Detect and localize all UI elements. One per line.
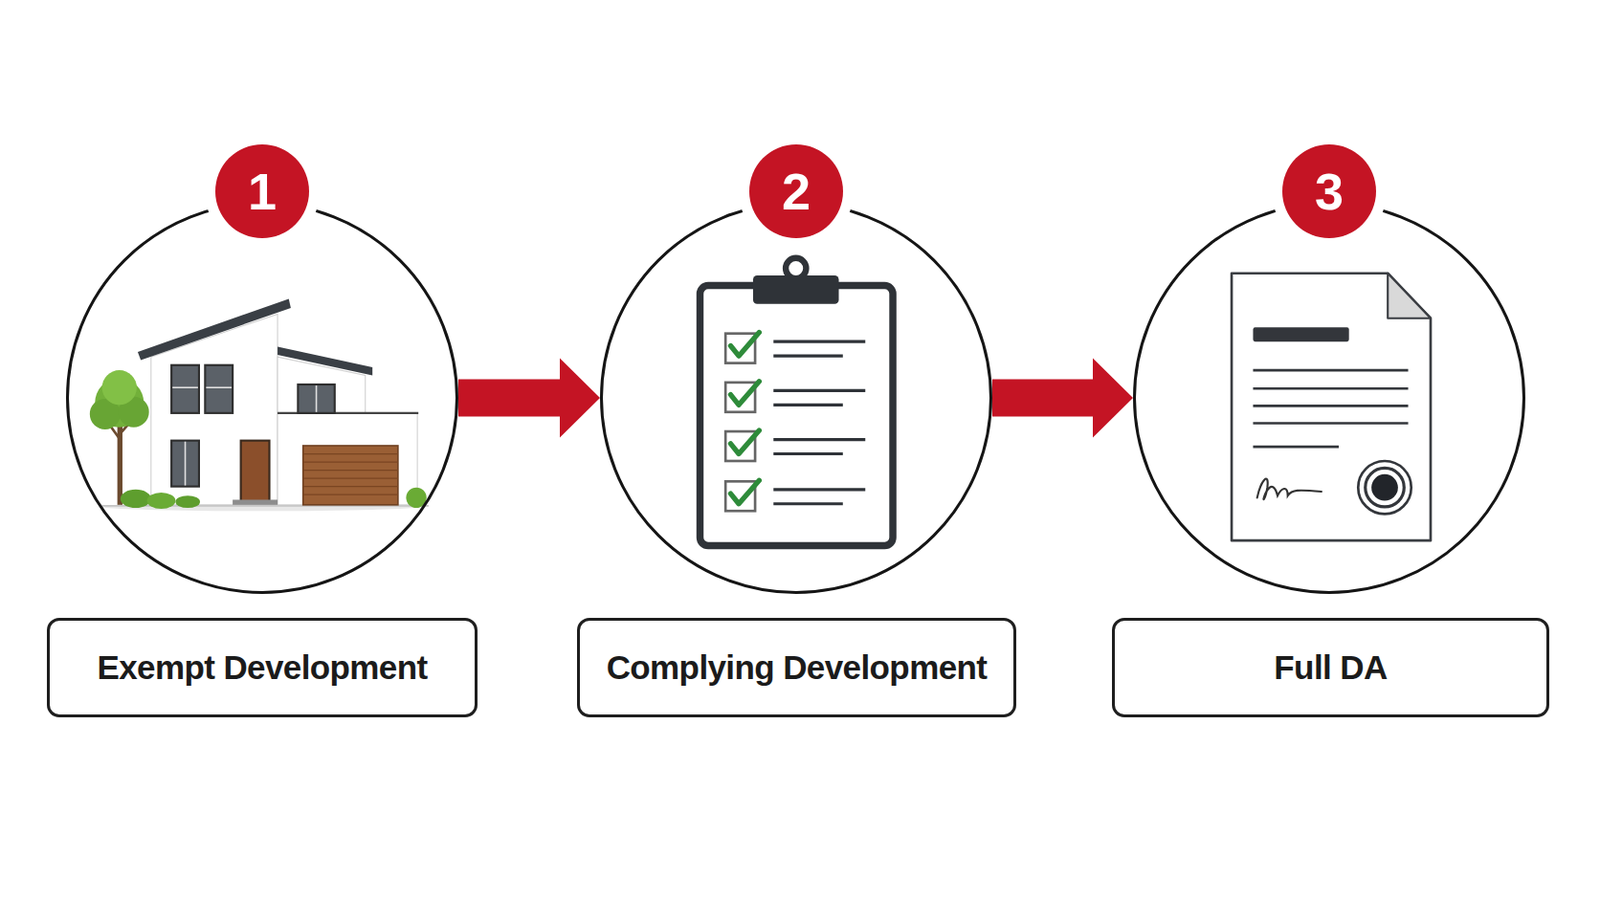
step-number: 2 [749,144,844,239]
door-step [232,500,278,506]
circle-outline [600,201,993,595]
seal-center [1371,474,1399,502]
garage-door [303,445,399,506]
house-door [241,441,270,503]
step-circle-outline [67,203,458,594]
house-roof [277,347,373,377]
house-illustration [89,298,429,512]
badge-gap [738,133,854,249]
document-illustration [1231,273,1431,541]
tree [89,370,150,506]
house-roof [137,298,291,360]
badge-gap [204,133,320,249]
step-label: Complying Development [606,649,988,688]
step-circle: 2 [600,201,993,595]
circle-outline [1133,201,1526,595]
seal-ring [1365,467,1405,508]
garage-door-lines [303,454,399,496]
garage-wall [277,413,418,506]
clipboard-clip [753,275,840,305]
flow-arrow [458,358,600,439]
step-circle-outline [1134,203,1525,594]
step-label: Exempt Development [96,649,427,688]
step-number: 3 [1282,144,1377,239]
step-label-box: Full DA [1111,618,1550,718]
document-lines [1252,370,1408,447]
circle-outline [66,201,459,595]
step-label: Full DA [1273,649,1387,688]
step-label-box: Exempt Development [46,618,478,718]
step-circle: 1 [66,201,459,595]
signature [1257,479,1322,501]
seal [1357,461,1411,514]
flow-arrow [992,358,1134,439]
badge-gap [1271,133,1387,249]
document-heading-bar [1252,327,1349,342]
number-badge [1282,144,1377,239]
document-page [1231,273,1431,541]
bushes [120,488,427,510]
clipboard-board [700,286,894,547]
clipboard-illustration [700,258,894,547]
number-badge [215,144,310,239]
checklist [725,333,866,512]
step-label-box: Complying Development [577,618,1017,718]
step-circle: 3 [1133,201,1526,595]
step-circle-outline [601,203,992,594]
step-number: 1 [215,144,310,239]
number-badge [749,144,844,239]
document-fold [1387,273,1431,319]
